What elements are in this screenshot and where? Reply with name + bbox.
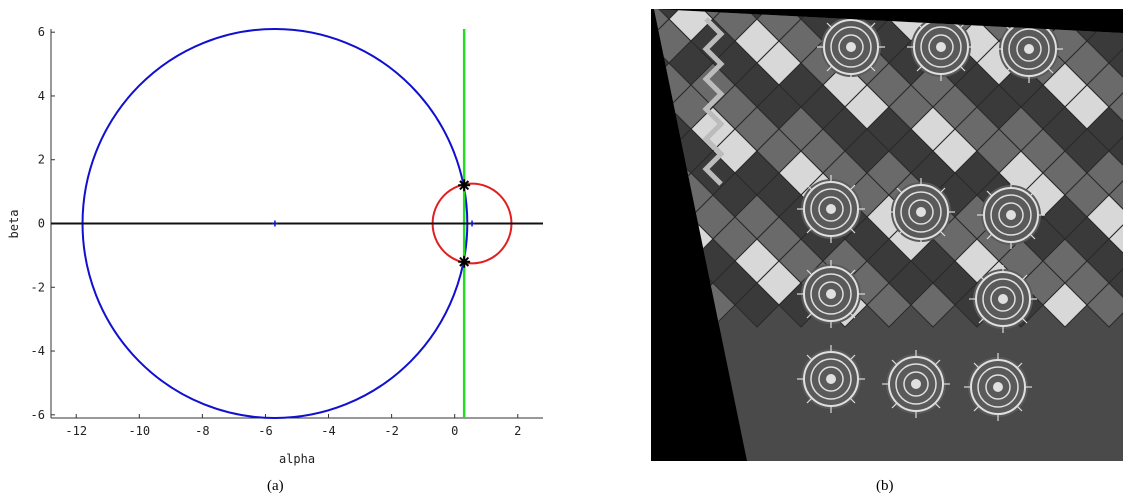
marker-stroke [459,180,470,191]
marker-layer [271,179,476,268]
y-axis-label: beta [7,210,21,239]
floor-tile [1108,40,1123,86]
x-tick-label: -12 [65,424,87,438]
x-tick-label: 0 [451,424,458,438]
x-tick-label: -10 [128,424,150,438]
plot-panel-a: -12 -10 -8 -6 -4 -2 0 2 -6 -4 -2 0 2 4 6 alpha beta [7,25,543,466]
x-axis-label: alpha [279,452,315,466]
y-tick-label: -2 [31,280,45,294]
star-marker [458,255,471,268]
y-tick-label: -4 [31,344,45,358]
rectified-floor-photo [651,9,1123,461]
y-tick-label: -6 [31,408,45,422]
plus-marker [271,220,278,227]
floor-tile [1108,84,1123,130]
floor-tile [1108,216,1123,262]
y-tick-label: 0 [38,217,45,231]
y-ticks: -6 -4 -2 0 2 4 6 [31,25,55,422]
x-tick-label: -4 [321,424,335,438]
floor-tile [1108,260,1123,306]
x-tick-label: -8 [195,424,209,438]
y-tick-label: 2 [38,153,45,167]
floor-tile [1108,172,1123,218]
y-tick-label: 6 [38,25,45,39]
plus-marker [469,220,476,227]
x-tick-label: -2 [384,424,398,438]
panel-b-caption: (b) [876,478,894,494]
y-tick-label: 4 [38,89,45,103]
series-layer [51,28,543,419]
floor-tile [1108,128,1123,174]
x-tick-label: 2 [514,424,521,438]
panel-a-caption: (a) [267,478,284,494]
star-marker [458,179,471,192]
x-tick-label: -6 [258,424,272,438]
x-ticks: -12 -10 -8 -6 -4 -2 0 2 [65,414,521,438]
marker-stroke [459,256,470,267]
